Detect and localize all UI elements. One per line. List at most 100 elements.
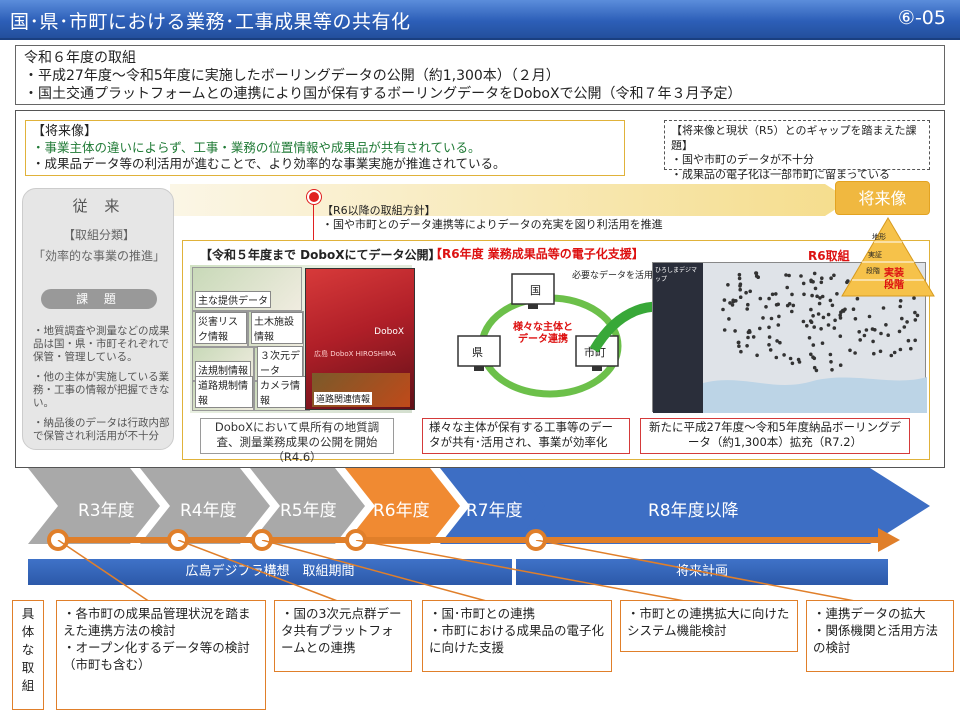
borehole-dot — [745, 344, 749, 348]
borehole-dot — [777, 314, 781, 319]
borehole-dot — [809, 352, 813, 357]
gap-heading: 【将来像と現状（R5）とのギャップを踏まえた課題】 — [671, 124, 917, 152]
action-callout: ・市町との連携拡大に向けたシステム機能検討 — [620, 600, 798, 652]
borehole-dot — [774, 292, 778, 296]
borehole-dot — [737, 272, 742, 277]
implementation-stage-tag: 実装 段階 — [884, 268, 904, 291]
borehole-dot — [915, 313, 920, 318]
borehole-dot — [796, 357, 801, 362]
concrete-actions-label: 具 体 な 取 組 — [12, 600, 44, 710]
borehole-dot — [864, 328, 869, 332]
borehole-dot — [832, 326, 837, 330]
borehole-dot — [829, 360, 833, 364]
borehole-dot — [838, 313, 842, 317]
digimap-screenshot: ひろしまデジマップ — [652, 262, 927, 413]
borehole-dot — [872, 351, 876, 356]
node-municipality: 市町 — [584, 346, 606, 359]
borehole-dot — [812, 325, 816, 329]
borehole-dot — [787, 302, 792, 306]
borehole-dot — [811, 343, 816, 347]
borehole-dot — [820, 341, 825, 345]
borehole-dot — [758, 326, 762, 331]
borehole-dot — [832, 273, 836, 278]
borehole-dot — [913, 318, 918, 322]
borehole-dot — [913, 338, 917, 343]
borehole-dot — [909, 346, 913, 351]
initiatives-heading: 令和６年度の取組 — [24, 50, 136, 66]
borehole-dot — [816, 312, 821, 316]
year-label: R7年度 — [466, 501, 523, 521]
map-sidebar: ひろしまデジマップ — [653, 263, 703, 413]
node-prefecture: 県 — [472, 346, 483, 359]
map-tile: 道路規制情報 — [192, 376, 254, 411]
borehole-caption: 新たに平成27年度～令和5年度納品ボーリングデータ（約1,300本）拡充（R7.… — [640, 418, 910, 454]
gap-line: ・成果品の電子化は一部市町に留まっている — [671, 167, 891, 181]
borehole-dot — [811, 314, 815, 318]
borehole-dot — [819, 280, 824, 285]
initiative-item: ・国土交通プラットフォームとの連携により国が保有するボーリングデータをDoboX… — [24, 86, 742, 102]
tile-label: 道路規制情報 — [195, 376, 253, 408]
borehole-dot — [738, 282, 743, 286]
borehole-dot — [790, 292, 794, 297]
borehole-dot — [737, 344, 741, 348]
borehole-dot — [801, 281, 806, 286]
borehole-dot — [871, 339, 875, 344]
tile-label: カメラ情報 — [257, 376, 309, 408]
year-label: R4年度 — [180, 501, 237, 521]
tile-label: 主な提供データ — [195, 291, 271, 308]
borehole-dot — [775, 339, 779, 343]
policy-heading: 【R6以降の取組方針】 — [322, 204, 436, 217]
borehole-dot — [754, 271, 759, 275]
pyramid-level: 実証 — [868, 251, 882, 259]
fiscal-year-timeline — [28, 468, 930, 552]
borehole-dot — [746, 302, 750, 307]
map-tile: 主な提供データ — [192, 267, 302, 311]
borehole-dot — [810, 293, 814, 298]
borehole-dot — [744, 290, 748, 295]
data-network-diagram — [457, 273, 622, 398]
dobox-sub: 広島 DoboX HIROSHIMA — [314, 350, 396, 358]
borehole-dot — [881, 306, 886, 310]
borehole-dot — [776, 302, 780, 307]
dobox-thumb: 道路関連情報 — [312, 373, 410, 407]
borehole-dot — [727, 317, 731, 321]
borehole-dot — [738, 287, 742, 292]
gap-line: ・国や市町のデータが不十分 — [671, 153, 814, 166]
borehole-dot — [820, 276, 824, 280]
borehole-dot — [845, 280, 849, 285]
dobox-screenshot: DoboX 広島 DoboX HIROSHIMA 道路関連情報 — [305, 268, 415, 410]
borehole-dot — [748, 289, 752, 294]
borehole-dot — [886, 333, 890, 337]
borehole-dot — [900, 316, 904, 321]
borehole-dot — [739, 349, 743, 354]
borehole-dot — [738, 295, 743, 299]
borehole-dot — [767, 335, 772, 339]
borehole-dot — [767, 343, 771, 347]
borehole-dot — [830, 303, 835, 308]
issue-item: ・地質調査や測量などの成果品は国・県・市町それぞれで保管・管理している。 — [33, 325, 170, 363]
borehole-dot — [826, 312, 831, 317]
digitization-support-title: 【R6年度 業務成果品等の電子化支援】 — [430, 247, 644, 261]
borehole-dot — [906, 338, 911, 343]
borehole-dot — [787, 273, 791, 278]
borehole-dot — [728, 301, 732, 305]
borehole-dot — [817, 301, 822, 306]
borehole-dot — [776, 323, 781, 327]
future-badge: 将来像 — [835, 181, 930, 215]
borehole-dot — [774, 355, 779, 360]
borehole-dot — [835, 292, 839, 296]
digifra-period-band: 広島デジフラ構想 取組期間 — [28, 559, 512, 585]
maturity-pyramid — [841, 217, 935, 297]
borehole-dot — [791, 303, 796, 308]
borehole-dot — [733, 329, 737, 333]
borehole-dot — [819, 327, 823, 331]
borehole-dot — [913, 310, 917, 315]
borehole-dot — [737, 276, 742, 281]
borehole-dot — [751, 335, 756, 339]
gap-issues-box: 【将来像と現状（R5）とのギャップを踏まえた課題】 ・国や市町のデータが不十分 … — [664, 120, 930, 181]
borehole-dot — [784, 273, 788, 277]
borehole-dot — [802, 292, 806, 297]
borehole-dot — [867, 314, 872, 319]
tile-label: 道路関連情報 — [314, 392, 373, 405]
borehole-dot — [747, 329, 752, 333]
